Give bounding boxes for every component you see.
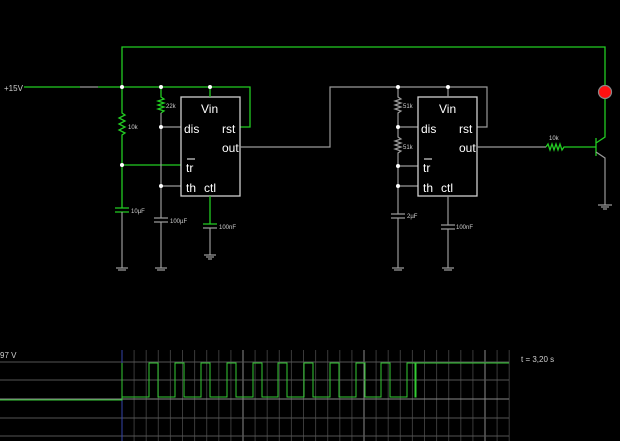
pin-th: th — [423, 181, 433, 195]
resistor-10k-base[interactable] — [545, 141, 596, 153]
pin-rst: rst — [459, 122, 473, 136]
timer-555-chip-2[interactable]: Vin dis rst out tr th ctl — [417, 87, 478, 197]
pin-th: th — [186, 181, 196, 195]
pin-ctl: ctl — [204, 181, 216, 195]
wire-top — [121, 46, 606, 87]
c2-value: 100µF — [170, 219, 187, 225]
resistor-10k[interactable] — [117, 87, 127, 208]
timer-555-chip-1[interactable]: Vin dis rst out tr th ctl — [180, 87, 241, 197]
wire-out-1 — [240, 86, 488, 148]
c3-value: 100nF — [219, 225, 236, 231]
c1-value: 10µF — [131, 209, 145, 215]
wire-dis-th-1 — [161, 126, 181, 187]
capacitor-100nf-2[interactable] — [441, 196, 455, 271]
npn-transistor[interactable] — [595, 98, 612, 210]
pin-vin: Vin — [439, 102, 456, 116]
r3-value: 51k — [403, 104, 414, 110]
pin-dis: dis — [421, 122, 436, 136]
r1-value: 10k — [128, 125, 139, 131]
ground-1 — [116, 212, 128, 271]
r5-value: 10k — [549, 136, 560, 142]
c5-value: 100nF — [456, 225, 473, 231]
scope-voltage-label: 97 V — [0, 351, 17, 360]
pin-tr: tr — [186, 161, 193, 175]
pin-ctl: ctl — [441, 181, 453, 195]
scope-trace — [0, 362, 509, 401]
wire-vcc-1 — [98, 86, 251, 128]
pin-rst: rst — [222, 122, 236, 136]
junction-nodes — [120, 85, 450, 188]
pin-out: out — [222, 141, 239, 155]
capacitor-100nf-1[interactable] — [203, 196, 217, 225]
resistor-22k[interactable] — [155, 87, 167, 114]
resistor-51k-chain[interactable] — [391, 87, 405, 271]
r4-value: 51k — [403, 145, 414, 151]
capacitor-10uf[interactable] — [115, 207, 129, 213]
ground-3 — [203, 227, 217, 260]
pin-vin: Vin — [201, 102, 218, 116]
scope-panel[interactable]: 97 V t = 3,20 s — [0, 350, 554, 441]
r2-value: 22k — [166, 104, 177, 110]
c4-value: 2µF — [407, 214, 418, 220]
led-indicator[interactable] — [597, 84, 613, 100]
source-label: +15V — [4, 84, 24, 93]
scope-time-label: t = 3,20 s — [521, 355, 554, 364]
wire-pins-2 — [398, 126, 418, 187]
pin-out: out — [459, 141, 476, 155]
pin-tr: tr — [423, 161, 430, 175]
pin-dis: dis — [184, 122, 199, 136]
capacitor-100uf[interactable] — [154, 113, 168, 271]
